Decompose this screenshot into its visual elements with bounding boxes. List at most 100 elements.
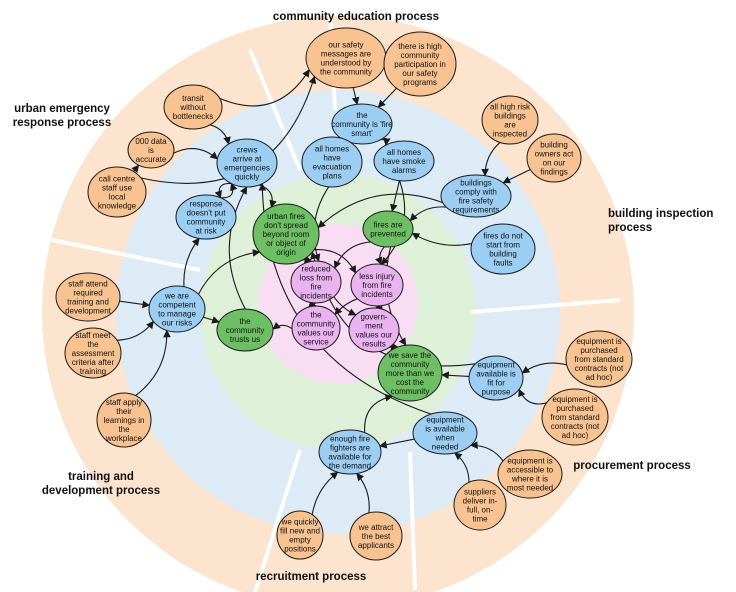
edge-competent-to-urban-fires bbox=[198, 249, 261, 295]
edge-equip-available-to-enough-firefighters bbox=[379, 438, 415, 449]
edge-call-centre-to-data-accurate bbox=[131, 164, 140, 174]
edge-trusts-us-to-crews-arrive bbox=[228, 186, 248, 310]
edge-fit-for-purpose-to-save-community bbox=[441, 371, 470, 380]
node-shape bbox=[377, 344, 443, 402]
edge-high-participation-to-fire-smart bbox=[377, 87, 397, 108]
edge-standard-contracts-b-to-fit-for-purpose bbox=[518, 388, 547, 405]
node-shape bbox=[383, 31, 457, 97]
node-shape bbox=[175, 194, 237, 240]
node-shape bbox=[318, 429, 382, 475]
node-shape bbox=[349, 511, 403, 561]
edge-competent-to-trusts-us bbox=[203, 316, 220, 324]
node-shape bbox=[55, 272, 121, 322]
sector-divider bbox=[469, 298, 621, 314]
node-shape bbox=[565, 330, 633, 388]
node-shape bbox=[470, 223, 536, 275]
edge-safety-messages-to-fire-smart bbox=[351, 87, 360, 106]
node-shape bbox=[96, 392, 152, 448]
edge-suppliers-to-equip-available bbox=[454, 452, 470, 483]
node-shape bbox=[64, 327, 122, 379]
sector-divider bbox=[408, 451, 417, 591]
edge-competent-to-response-risk bbox=[183, 237, 200, 287]
edge-transit-to-crews-arrive bbox=[209, 124, 231, 145]
process-label-community-education: community education process bbox=[273, 11, 439, 23]
node-shape bbox=[252, 203, 320, 265]
sector-divider bbox=[253, 449, 302, 592]
edge-smoke-alarms-to-fires-prevented bbox=[390, 180, 400, 213]
edge-buildings-comply-to-urban-fires bbox=[317, 193, 443, 229]
edge-response-risk-to-crews-arrive bbox=[220, 182, 238, 199]
edge-values-service-to-trusts-us bbox=[272, 321, 293, 330]
node-shape bbox=[481, 95, 539, 145]
node-shape bbox=[362, 210, 414, 248]
edge-fires-prevented-to-less-injury bbox=[374, 246, 385, 266]
node-shape bbox=[331, 103, 393, 145]
edge-less-injury-to-values-service bbox=[334, 298, 358, 316]
edge-assessment-to-competent bbox=[117, 320, 154, 341]
node-shape bbox=[127, 131, 175, 169]
node-shape bbox=[87, 166, 147, 218]
node-shape bbox=[276, 510, 324, 560]
